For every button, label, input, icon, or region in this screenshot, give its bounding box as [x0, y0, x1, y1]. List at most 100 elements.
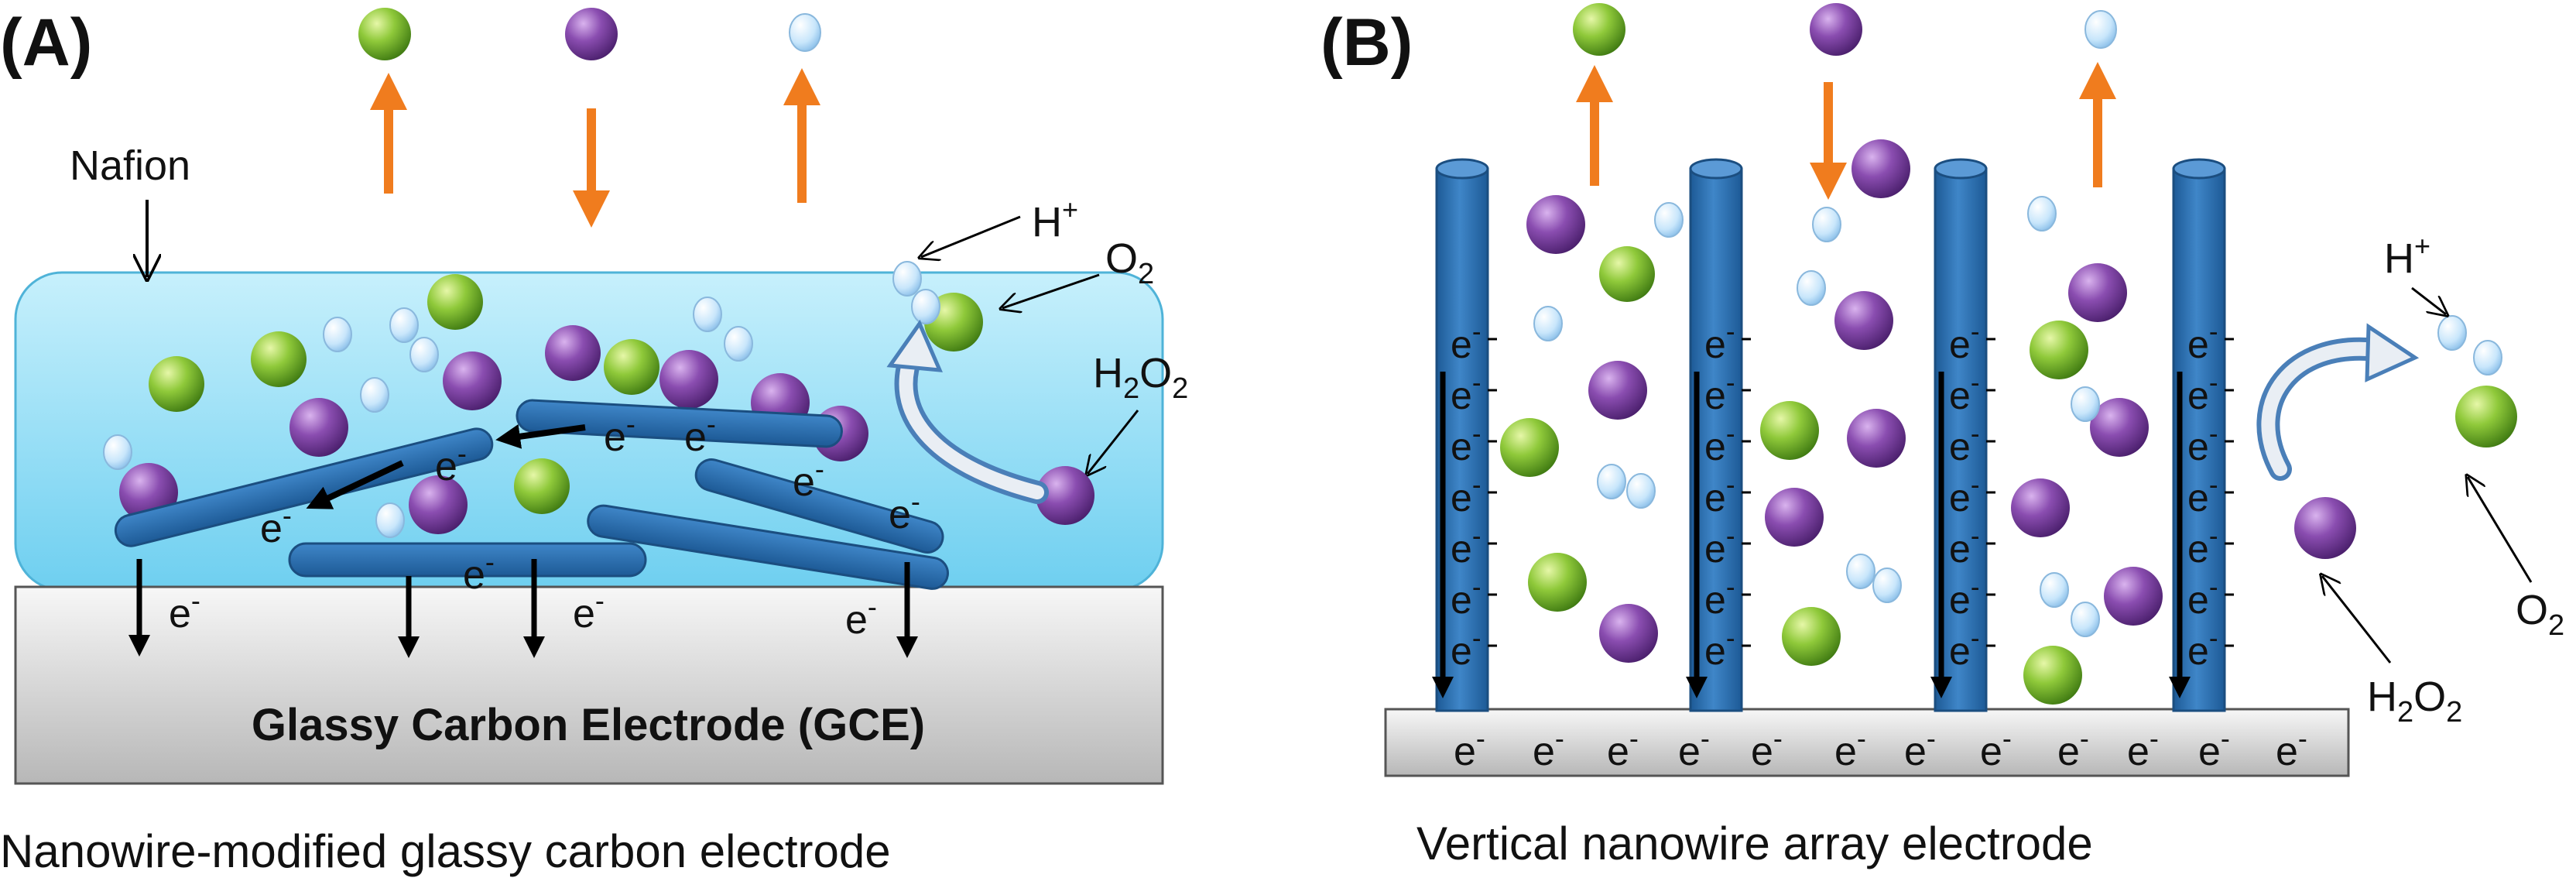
nanowire: [516, 399, 843, 448]
electron-label: e-: [1980, 722, 2012, 774]
electron-label: e-: [1949, 419, 1979, 468]
gluconic-acid-molecule: [289, 398, 348, 457]
o2-label-b: O2: [2516, 587, 2564, 642]
nanowire-cap: [1689, 158, 1743, 180]
electron-labels: e-e-e-e-e-e-e-e-e-e-e-e-e-e-e-e-e-e-e-e-…: [1451, 317, 2307, 774]
h2o2-label-b: H2O2: [2367, 674, 2462, 729]
panel-b-caption: Vertical nanowire array electrode: [1416, 818, 2093, 869]
reaction-arrow-fill: [2261, 341, 2383, 476]
proton-molecule: [1797, 270, 1826, 306]
proton-molecule: [2071, 602, 2100, 637]
vertical-nanowires: [1432, 158, 2234, 712]
electron-label: e-: [2187, 419, 2218, 468]
electron-label: e-: [1533, 722, 1564, 774]
proton-molecule: [2027, 196, 2057, 231]
electron-label: e-: [1678, 722, 1710, 774]
electron-label: e-: [1834, 722, 1866, 774]
gluconic-acid-molecule: [2068, 263, 2127, 322]
proton-molecule: [1846, 554, 1875, 589]
proton-molecule: [1812, 207, 1841, 242]
electron-label: e-: [1704, 317, 1735, 366]
electron-label: e-: [845, 591, 877, 643]
glucose-molecule: [604, 339, 659, 395]
electron-label: e-: [1704, 368, 1735, 417]
o2-label: O2: [1105, 235, 1154, 290]
electron-label: e-: [2276, 722, 2307, 774]
o2-molecule: [2455, 386, 2517, 448]
electron-label: e-: [1751, 722, 1783, 774]
gluconic-acid-molecule: [1765, 488, 1824, 547]
gluconic-acid-molecule: [1847, 409, 1906, 468]
proton-molecule: [2071, 386, 2100, 422]
electron-label: e-: [1949, 470, 1979, 520]
gluconic-acid-molecule: [545, 325, 601, 381]
electron-label: e-: [1451, 368, 1481, 417]
nafion-label: Nafion: [70, 142, 190, 189]
glucose-molecule: [1782, 607, 1841, 666]
proton-molecule: [375, 502, 405, 538]
electron-label: e-: [1949, 317, 1979, 366]
electron-label: e-: [1451, 470, 1481, 520]
electron-label: e-: [1607, 722, 1639, 774]
proton-molecule: [2040, 572, 2069, 608]
electron-label: e-: [2187, 572, 2218, 622]
gluconic-acid-molecule: [1599, 604, 1658, 663]
electron-label: e-: [684, 408, 716, 460]
reaction-arrow-head: [886, 319, 943, 372]
electron-label: e-: [2057, 722, 2089, 774]
panel-b: (B): [1321, 3, 2564, 869]
h2o2-molecule: [1036, 466, 1094, 525]
glucose-molecule: [1528, 553, 1587, 612]
electron-label: e-: [1454, 722, 1485, 774]
proton-molecule: [360, 377, 389, 413]
electron-label: e-: [1904, 722, 1936, 774]
electron-label: e-: [1704, 572, 1735, 622]
h2o2-pointer-arrow: [2322, 576, 2392, 664]
gluconic-acid-molecule: [2090, 398, 2149, 457]
electron-label: e-: [1451, 572, 1481, 622]
electron-label: e-: [1704, 521, 1735, 571]
gluconic-acid-molecule: [1588, 361, 1647, 420]
gluconic-acid-molecule: [1526, 195, 1585, 254]
electron-transfer-arrow: [306, 460, 404, 509]
glucose-molecule: [1599, 246, 1655, 302]
nanowire: [694, 458, 944, 554]
array-molecules: [1500, 139, 2163, 705]
gluconic-acid-molecule: [1834, 291, 1893, 350]
proton-molecule: [693, 297, 722, 332]
electron-label: e-: [1704, 419, 1735, 468]
electron-label: e-: [1704, 623, 1735, 673]
electron-label: e-: [463, 546, 495, 598]
h-plus-pointer-arrow: [921, 215, 1021, 257]
proton-molecule: [724, 326, 753, 362]
electron-label: e-: [573, 585, 605, 636]
proton-molecule: [2473, 340, 2502, 375]
electron-label: e-: [2198, 722, 2230, 774]
electron-label: e-: [260, 499, 292, 551]
electron-label: e-: [2187, 521, 2218, 571]
electrode-label: Glassy Carbon Electrode (GCE): [252, 700, 925, 750]
panel-a: (A) Glassy Carbon Electrode (GCE) Nafion…: [0, 5, 1188, 877]
proton-molecule: [1654, 202, 1684, 238]
h-plus-pointer-arrow: [2411, 286, 2446, 314]
nanowire-cap: [1435, 158, 1489, 180]
proton-molecule: [103, 434, 132, 470]
gluconic-acid-molecule: [2011, 478, 2070, 537]
electron-label: e-: [1949, 368, 1979, 417]
reaction-arrow: [2256, 337, 2388, 481]
glucose-molecule: [1573, 3, 1625, 56]
glucose-molecule: [514, 458, 570, 514]
random-nanowires: [114, 399, 949, 590]
glucose-molecule: [2023, 646, 2082, 705]
electron-label: e-: [2187, 470, 2218, 520]
h-plus-label-b: H+: [2384, 230, 2430, 282]
proton-molecule: [789, 13, 821, 52]
nanowire: [288, 542, 647, 578]
h2o2-label: H2O2: [1093, 350, 1188, 405]
proton-molecule: [409, 337, 439, 372]
proton-molecule: [1597, 464, 1626, 499]
electron-label: e-: [1451, 419, 1481, 468]
electron-transfer-arrow: [495, 423, 586, 449]
glucose-molecule: [358, 8, 411, 60]
